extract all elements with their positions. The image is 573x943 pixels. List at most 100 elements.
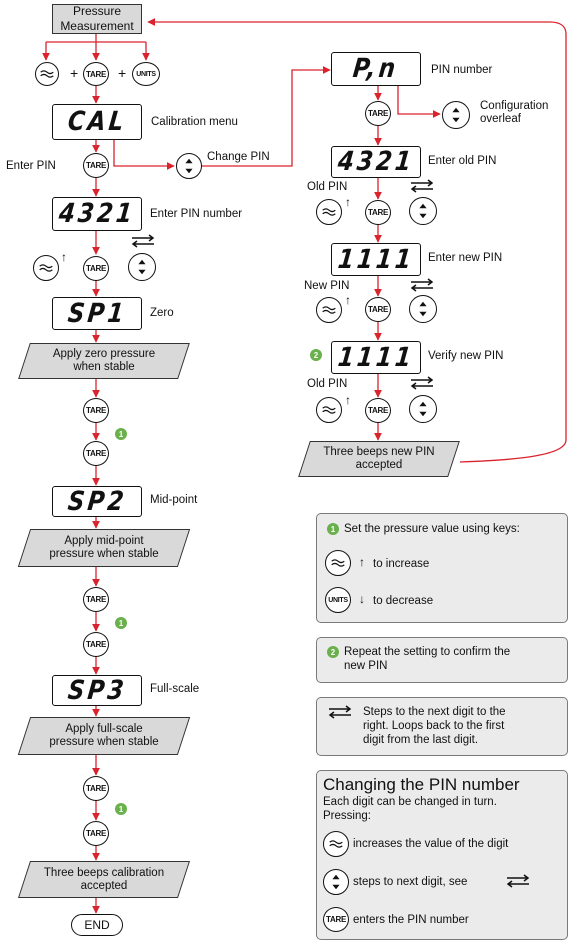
tare-key-icon[interactable]: TARE <box>365 101 391 126</box>
up-arrow-icon: ↑ <box>61 250 67 264</box>
wave-key-icon <box>323 831 349 857</box>
loop-arrow-icon <box>325 705 355 724</box>
pin-4321-display: 4321 <box>52 197 142 231</box>
leak-key-icon[interactable] <box>176 153 202 179</box>
mid-point-label: Mid-point <box>150 494 198 506</box>
sp1-display: SP1 <box>52 297 142 330</box>
step-1-badge: 1 <box>115 803 127 815</box>
tare-key-label: TARE <box>368 109 388 118</box>
leak-key-icon[interactable] <box>409 197 437 225</box>
enter-pin-side-label: Enter PIN <box>6 160 56 172</box>
tare-key-label: TARE <box>86 784 106 793</box>
wave-key-icon[interactable] <box>33 255 59 281</box>
tare-key-label: TARE <box>368 208 388 217</box>
tare-key-icon[interactable]: TARE <box>83 153 109 178</box>
tare-key-icon[interactable]: TARE <box>83 587 109 612</box>
old-pin-display: 4321 <box>331 146 421 178</box>
loop-arrow-icon <box>128 234 158 253</box>
units-key-icon[interactable]: UNITS <box>132 62 160 86</box>
note-4-item2: steps to next digit, see <box>353 876 468 888</box>
tare-key-label: TARE <box>368 305 388 314</box>
tare-key-label: TARE <box>86 595 106 604</box>
sp2-display: SP2 <box>52 486 142 517</box>
note-repeat-setting: 2 Repeat the setting to confirm the new … <box>316 637 568 683</box>
loop-arrow-icon <box>407 179 437 198</box>
leak-key-icon[interactable] <box>409 395 437 423</box>
leak-key-icon[interactable] <box>128 253 156 281</box>
tare-key-icon[interactable]: TARE <box>83 441 109 466</box>
zero-label: Zero <box>150 307 174 319</box>
tare-key-icon[interactable]: TARE <box>83 632 109 657</box>
leak-key-icon[interactable] <box>442 101 470 129</box>
calibration-accepted-box: Three beeps calibration accepted <box>17 861 191 898</box>
wave-key-icon <box>325 550 351 576</box>
down-arrow-icon: ↓ <box>359 592 365 606</box>
step-2-badge: 2 <box>310 349 322 361</box>
leak-key-icon <box>323 869 349 895</box>
apply-full-scale-box: Apply full-scale pressure when stable <box>17 717 191 755</box>
loop-arrow-icon <box>407 376 437 395</box>
note-1-increase: to increase <box>373 558 430 570</box>
new-pin-side-label: New PIN <box>304 280 350 292</box>
new-pin-accepted-box: Three beeps new PIN accepted <box>298 441 460 477</box>
up-arrow-icon: ↑ <box>345 393 351 407</box>
tare-key-label: TARE <box>368 406 388 415</box>
configuration-label: Configuration overleaf <box>480 100 549 125</box>
tare-key-label: TARE <box>86 406 106 415</box>
tare-key-icon[interactable]: TARE <box>365 398 391 423</box>
up-arrow-icon: ↑ <box>345 195 351 209</box>
note-4-title: Changing the PIN number <box>323 775 520 794</box>
tare-key-icon[interactable]: TARE <box>83 62 109 86</box>
tare-key-label: TARE <box>86 161 106 170</box>
units-key-icon: UNITS <box>325 587 351 613</box>
note-4-item3: enters the PIN number <box>353 914 469 926</box>
tare-key-icon[interactable]: TARE <box>365 200 391 225</box>
note-4-item1: increases the value of the digit <box>353 838 509 850</box>
loop-arrow-icon <box>407 278 437 297</box>
step-2-badge: 2 <box>327 646 339 658</box>
note-3-text: Steps to the next digit to the right. Lo… <box>363 706 506 746</box>
apply-zero-pressure-box: Apply zero pressure when stable <box>18 343 190 379</box>
calibration-menu-label: Calibration menu <box>151 116 238 128</box>
pin-menu-display: P,n <box>331 52 421 86</box>
old-pin-side-label: Old PIN <box>307 181 348 193</box>
pin-number-label: PIN number <box>431 64 493 76</box>
plus-sign: + <box>70 65 79 81</box>
old-pin-side-label-2: Old PIN <box>307 378 348 390</box>
wave-key-icon[interactable] <box>35 62 59 86</box>
tare-key-icon[interactable]: TARE <box>83 256 109 281</box>
change-pin-label: Change PIN <box>207 151 270 163</box>
units-key-label: UNITS <box>328 596 348 604</box>
tare-key-icon[interactable]: TARE <box>83 398 109 423</box>
apply-mid-point-box: Apply mid-point pressure when stable <box>17 529 191 567</box>
enter-new-pin-label: Enter new PIN <box>428 252 503 264</box>
pressure-measurement-box: Pressure Measurement <box>52 4 142 34</box>
enter-old-pin-label: Enter old PIN <box>428 155 497 167</box>
tare-key-label: TARE <box>86 640 106 649</box>
tare-key-icon[interactable]: TARE <box>365 297 391 322</box>
note-1-decrease: to decrease <box>373 595 434 607</box>
tare-key-label: TARE <box>86 449 106 458</box>
cal-display: CAL <box>52 104 142 140</box>
wave-key-icon[interactable] <box>316 297 342 323</box>
end-terminator: END <box>71 914 123 936</box>
tare-key-icon[interactable]: TARE <box>83 821 109 846</box>
wave-key-icon[interactable] <box>316 397 342 423</box>
units-key-label: UNITS <box>136 70 156 78</box>
new-pin-display: 1111 <box>331 243 421 276</box>
wave-key-icon[interactable] <box>316 199 342 225</box>
step-1-badge: 1 <box>115 428 127 440</box>
note-2-text: Repeat the setting to confirm the new PI… <box>344 646 511 672</box>
note-loop-arrow: Steps to the next digit to the right. Lo… <box>316 697 568 756</box>
enter-pin-number-label: Enter PIN number <box>150 208 243 220</box>
tare-key-icon[interactable]: TARE <box>83 776 109 801</box>
full-scale-label: Full-scale <box>150 683 200 695</box>
tare-key-icon: TARE <box>323 907 349 932</box>
loop-arrow-icon <box>503 874 533 893</box>
leak-key-icon[interactable] <box>409 295 437 323</box>
start-line2: Measurement <box>60 19 134 33</box>
up-arrow-icon: ↑ <box>345 293 351 307</box>
note-1-title: Set the pressure value using keys: <box>344 523 520 535</box>
sp3-display: SP3 <box>52 675 142 706</box>
